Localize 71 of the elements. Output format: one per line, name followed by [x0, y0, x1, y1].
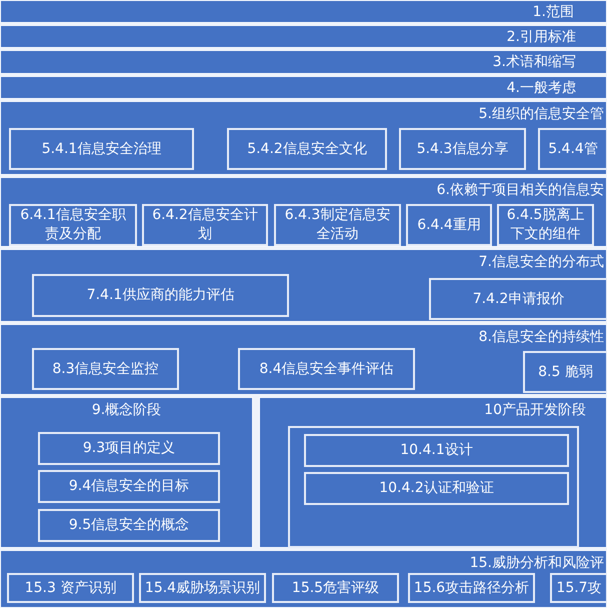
section-band: [0, 25, 607, 48]
clause-label: 6.4.3制定信息安全活动: [284, 206, 392, 244]
section-band: [0, 177, 607, 247]
clause-box: [550, 573, 607, 603]
section-band: [0, 50, 607, 74]
clause-label: 5.4.4管: [548, 140, 598, 158]
clause-box: [429, 278, 607, 320]
clause-label: 8.4信息安全事件评估: [259, 360, 394, 378]
clause-box: [38, 432, 220, 465]
section-heading: 10产品开发阶段: [484, 402, 586, 418]
clause-label: 9.5信息安全的概念: [68, 516, 190, 535]
clause-box: [9, 204, 137, 246]
section-band: [0, 550, 607, 608]
clause-label: 7.4.1供应商的能力评估: [86, 286, 234, 305]
section-heading: 1.范围: [532, 4, 574, 20]
section-heading: 8.信息安全的持续性: [478, 329, 604, 345]
section-band: [0, 101, 607, 175]
clause-box: [304, 434, 569, 467]
clause-box: [274, 204, 401, 246]
clause-label: 6.4.5脱离上下文的组件: [506, 206, 586, 244]
clause-box: [7, 573, 134, 603]
section-band: [259, 397, 607, 548]
group-frame: [288, 426, 579, 548]
clause-label: 9.3项目的定义: [82, 439, 176, 458]
clause-box: [523, 351, 607, 393]
clause-box: [38, 509, 220, 542]
clause-box: [32, 348, 179, 390]
section-band: [0, 249, 607, 322]
clause-label: 10.4.1设计: [400, 441, 473, 460]
clause-box: [32, 274, 289, 317]
clause-box: [304, 472, 569, 505]
clause-box: [272, 573, 399, 603]
clause-box: [538, 128, 607, 170]
clause-label: 6.4.4重用: [417, 216, 481, 234]
clause-box: [399, 128, 526, 170]
clause-label: 15.6攻击路径分析: [414, 578, 530, 598]
clause-box: [497, 204, 594, 246]
clause-label: 15.5危害评级: [292, 578, 380, 598]
section-band: [0, 397, 253, 548]
section-band: [0, 76, 607, 99]
clause-box: [142, 204, 268, 246]
clause-box: [38, 470, 220, 503]
section-heading: 4.一般考虑: [506, 80, 576, 96]
clause-label: 8.3信息安全监控: [52, 360, 159, 378]
clause-label: 15.4威胁场景识别: [144, 578, 260, 598]
section-heading: 5.组织的信息安全管: [478, 106, 604, 122]
clause-label: 5.4.3信息分享: [416, 140, 508, 158]
clause-label: 7.4.2申请报价: [472, 290, 564, 308]
section-heading: 9.概念阶段: [92, 402, 162, 418]
clause-box: [139, 573, 266, 603]
section-heading: 3.术语和缩写: [492, 54, 576, 70]
section-heading: 6.依赖于项目相关的信息安: [436, 182, 604, 198]
section-heading: 7.信息安全的分布式: [478, 254, 604, 270]
section-band: [0, 0, 607, 23]
section-heading: 15.威胁分析和风险评: [470, 555, 604, 571]
clause-box: [238, 348, 415, 390]
clause-label: 8.5 脆弱: [538, 362, 593, 382]
clause-label: 5.4.1信息安全治理: [42, 140, 162, 158]
clause-label: 15.7攻: [556, 578, 602, 598]
clause-label: 10.4.2认证和验证: [379, 479, 494, 498]
clause-label: 9.4信息安全的目标: [68, 477, 190, 496]
clause-box: [408, 573, 535, 603]
clause-box: [227, 128, 387, 170]
clause-box: [406, 204, 492, 246]
section-heading: 2.引用标准: [506, 28, 576, 44]
clause-label: 15.3 资产识别: [24, 578, 116, 598]
clause-label: 6.4.1信息安全职责及分配: [19, 206, 127, 244]
clause-label: 6.4.2信息安全计划: [151, 206, 259, 244]
section-band: [0, 324, 607, 395]
clause-label: 5.4.2信息安全文化: [247, 140, 367, 158]
clause-box: [9, 128, 194, 170]
